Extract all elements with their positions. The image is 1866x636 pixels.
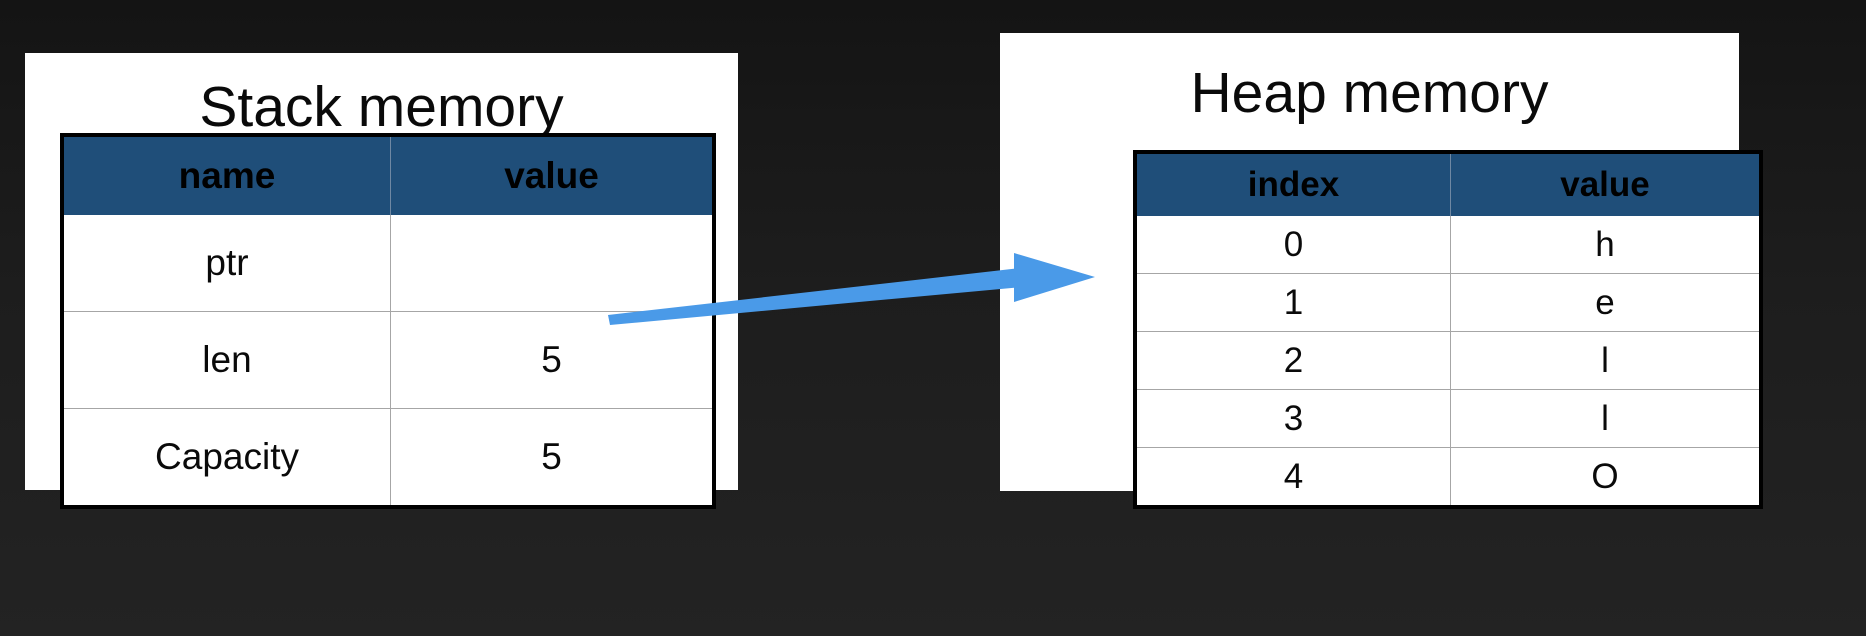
heap-table-header-row: index value bbox=[1135, 152, 1761, 216]
heap-table-body: 0 h 1 e 2 l 3 l bbox=[1135, 216, 1761, 507]
heap-cell-value-1: e bbox=[1450, 273, 1761, 332]
table-row: 1 e bbox=[1135, 273, 1761, 332]
stack-memory-table: name value ptr len 5 Capacity 5 bbox=[60, 133, 716, 509]
heap-memory-card: Heap memory index value 0 h 1 e bbox=[1000, 33, 1763, 509]
stack-memory-card: Stack memory name value ptr len 5 Capac bbox=[25, 53, 738, 509]
stack-cell-name-capacity: Capacity bbox=[62, 408, 391, 507]
stack-cell-value-capacity: 5 bbox=[390, 408, 714, 507]
stack-header-name: name bbox=[62, 135, 391, 215]
heap-header-index: index bbox=[1135, 152, 1451, 216]
stack-cell-name-len: len bbox=[62, 311, 391, 409]
heap-cell-index-4: 4 bbox=[1135, 447, 1451, 507]
stack-cell-name-ptr: ptr bbox=[62, 215, 391, 312]
heap-cell-value-2: l bbox=[1450, 331, 1761, 390]
table-row: 0 h bbox=[1135, 216, 1761, 274]
stack-table-body: ptr len 5 Capacity 5 bbox=[62, 215, 714, 507]
heap-cell-value-3: l bbox=[1450, 389, 1761, 448]
stack-header-value: value bbox=[390, 135, 714, 215]
heap-memory-title: Heap memory bbox=[1190, 61, 1549, 125]
table-row: ptr bbox=[62, 215, 714, 312]
stack-cell-value-ptr bbox=[391, 215, 715, 312]
stack-cell-value-len: 5 bbox=[390, 311, 714, 409]
table-row: 3 l bbox=[1135, 389, 1761, 448]
heap-cell-index-3: 3 bbox=[1135, 389, 1451, 448]
heap-memory-table: index value 0 h 1 e 2 l bbox=[1133, 150, 1763, 509]
heap-table-head: index value bbox=[1135, 152, 1761, 216]
heap-cell-index-1: 1 bbox=[1135, 273, 1451, 332]
table-row: 4 O bbox=[1135, 447, 1761, 507]
stack-table-head: name value bbox=[62, 135, 714, 215]
stack-memory-title: Stack memory bbox=[199, 75, 564, 139]
table-row: len 5 bbox=[62, 311, 714, 409]
stack-table-header-row: name value bbox=[62, 135, 714, 215]
heap-cell-index-2: 2 bbox=[1135, 331, 1451, 390]
heap-cell-value-4: O bbox=[1450, 447, 1761, 507]
heap-cell-index-0: 0 bbox=[1135, 216, 1451, 274]
table-row: 2 l bbox=[1135, 331, 1761, 390]
heap-cell-value-0: h bbox=[1595, 224, 1615, 264]
heap-header-value: value bbox=[1450, 152, 1761, 216]
table-row: Capacity 5 bbox=[62, 408, 714, 507]
